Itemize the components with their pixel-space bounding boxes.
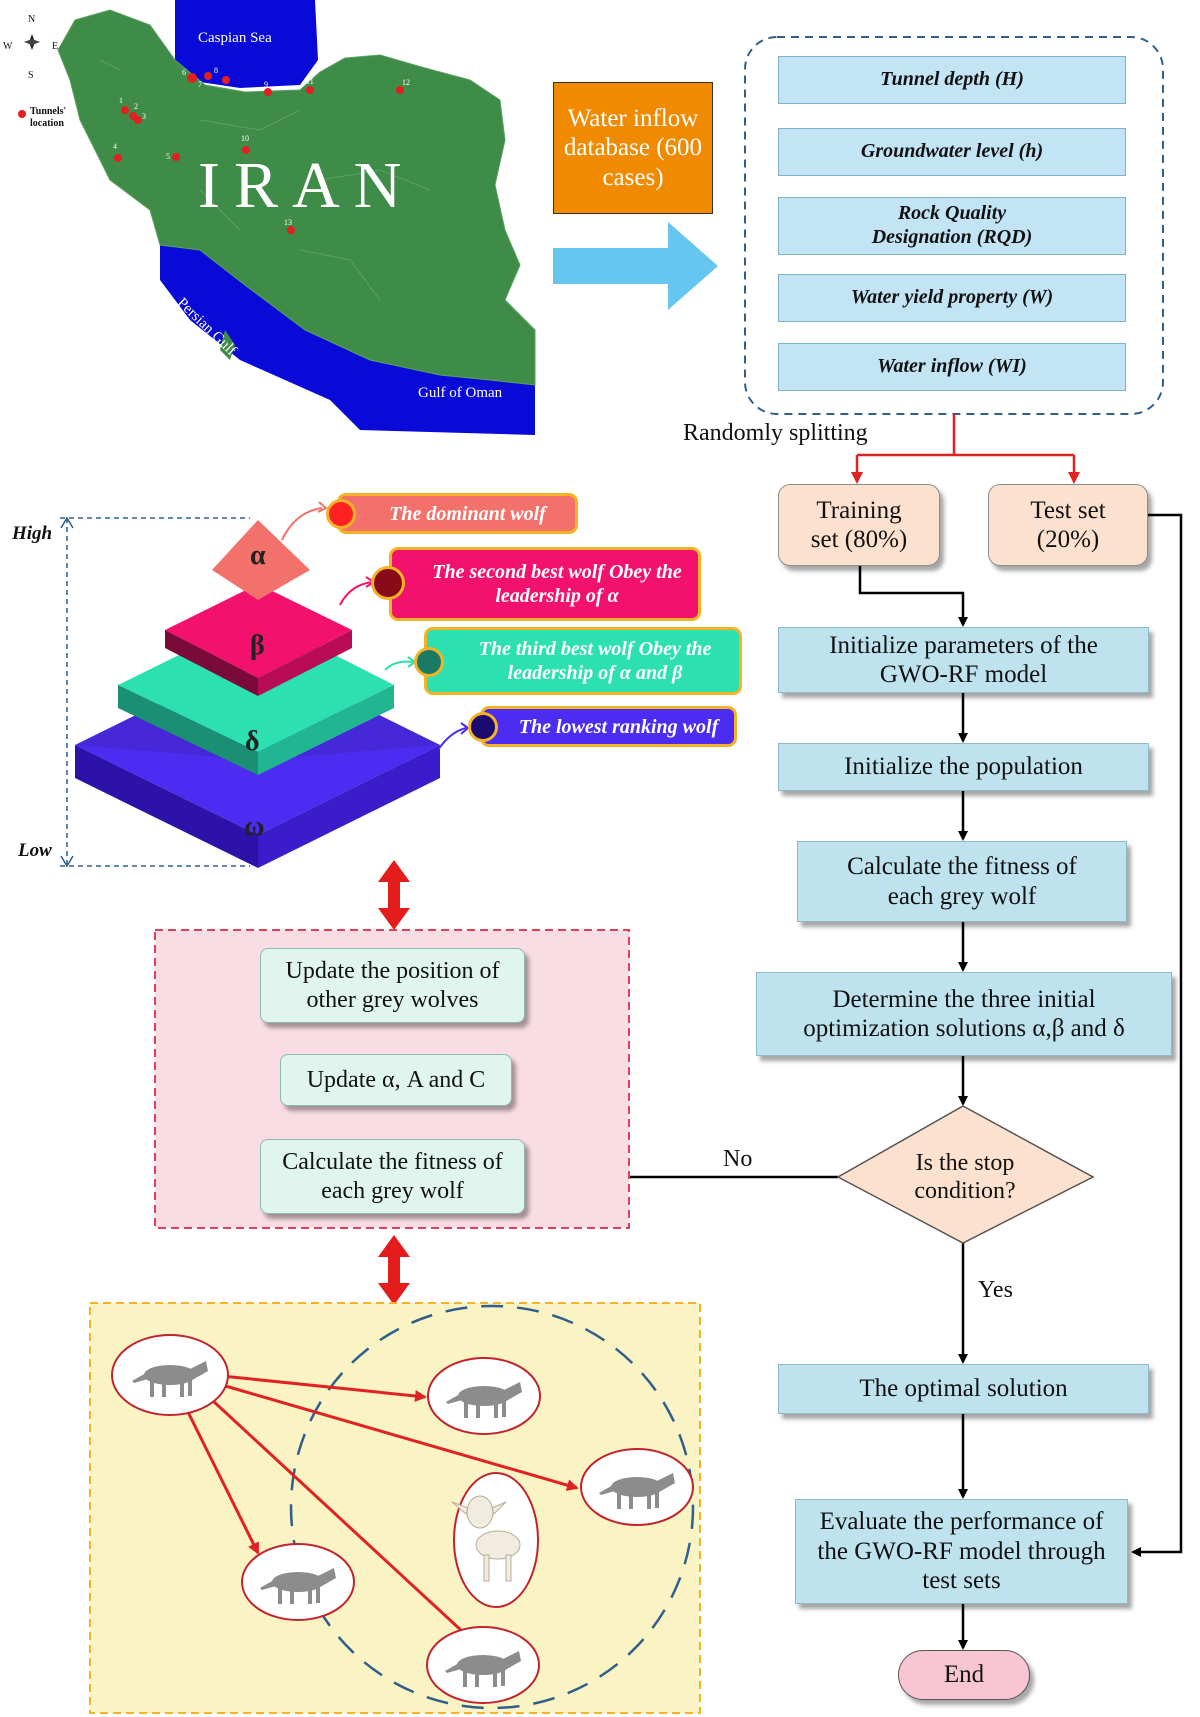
no-label: No — [723, 1146, 753, 1172]
hunting-scene — [89, 1302, 701, 1714]
update-position-box: Update the position of other grey wolves — [260, 948, 525, 1023]
alpha-dot-icon — [326, 499, 356, 529]
test-set-box: Test set (20%) — [988, 484, 1148, 566]
link-double-arrow-icon — [378, 860, 410, 1305]
beta-tag: The second best wolf Obey the leadership… — [389, 547, 701, 621]
wolf-icon — [132, 1361, 675, 1687]
init-population-box: Initialize the population — [778, 743, 1149, 791]
tunnel-number: 9 — [264, 80, 268, 89]
map-oman-gulf-label: Gulf of Oman — [418, 385, 503, 401]
compass-n: N — [28, 14, 36, 25]
alpha-symbol: α — [250, 540, 266, 571]
param-tunnel-depth: Tunnel depth (H) — [778, 56, 1126, 104]
param-water-inflow: Water inflow (WI) — [778, 343, 1126, 391]
flow-arrow-right-icon — [553, 222, 718, 310]
beta-dot-icon — [371, 566, 405, 600]
compass-w: W — [3, 41, 13, 52]
tunnel-number: 13 — [284, 218, 292, 227]
param-groundwater-level: Groundwater level (h) — [778, 128, 1126, 176]
tunnel-number: 10 — [241, 134, 249, 143]
loop-calc-fitness-box: Calculate the fitness of each grey wolf — [260, 1139, 525, 1214]
beta-symbol: β — [250, 630, 265, 661]
map-caspian-label: Caspian Sea — [198, 30, 272, 46]
param-rqd: Rock Quality Designation (RQD) — [778, 197, 1126, 255]
determine-solutions-box: Determine the three initial optimization… — [756, 972, 1172, 1056]
tunnel-number: 5 — [166, 152, 170, 161]
split-label: Randomly splitting — [683, 420, 868, 446]
compass-icon — [24, 34, 40, 50]
split-arrows — [851, 414, 1080, 484]
tunnel-number: 1 — [119, 96, 123, 105]
alpha-tag: The dominant wolf — [337, 493, 578, 534]
persian-gulf — [160, 245, 535, 435]
rank-scale — [60, 516, 250, 868]
wolf-hierarchy-pyramid — [75, 520, 440, 868]
optimal-solution-box: The optimal solution — [778, 1364, 1149, 1414]
iran-map — [0, 0, 540, 435]
calc-fitness-box: Calculate the fitness of each grey wolf — [797, 841, 1127, 922]
delta-symbol: δ — [245, 726, 260, 757]
tunnel-number: 4 — [113, 142, 117, 151]
lamb-prey-icon — [451, 1495, 521, 1582]
yes-label: Yes — [978, 1277, 1013, 1303]
training-set-box: Training set (80%) — [778, 484, 940, 566]
init-params-box: Initialize parameters of the GWO-RF mode… — [778, 627, 1149, 693]
delta-dot-icon — [414, 647, 444, 677]
low-label: Low — [18, 840, 52, 861]
end-terminal: End — [898, 1650, 1030, 1700]
omega-dot-icon — [468, 712, 498, 742]
high-label: High — [12, 523, 53, 544]
tunnel-number: 7 — [198, 80, 202, 89]
tunnel-number: 12 — [402, 78, 410, 87]
caspian-sea — [175, 0, 318, 88]
compass-s: S — [28, 70, 34, 81]
param-water-yield: Water yield property (W) — [778, 274, 1126, 322]
update-coefficients-box: Update α, A and C — [280, 1054, 512, 1106]
tunnel-number: 6 — [182, 68, 186, 77]
evaluate-performance-box: Evaluate the performance of the GWO-RF m… — [795, 1499, 1128, 1604]
iran-land — [57, 9, 536, 386]
map-legend-label: Tunnels' location — [30, 106, 67, 129]
tunnel-number: 11 — [306, 77, 314, 86]
tunnel-number: 3 — [142, 112, 146, 121]
omega-symbol: ω — [244, 811, 265, 842]
delta-tag: The third best wolf Obey the leadership … — [424, 627, 742, 695]
tunnel-dots — [114, 72, 404, 234]
tunnel-number: 2 — [134, 102, 138, 111]
water-inflow-database-box: Water inflow database (600 cases) — [553, 82, 713, 214]
stop-condition-decision: Is the stop condition? — [914, 1149, 1016, 1204]
map-country-label: IRAN — [198, 149, 416, 222]
compass-e: E — [52, 41, 59, 52]
omega-tag: The lowest ranking wolf — [480, 706, 737, 747]
tunnel-number: 8 — [214, 66, 218, 75]
